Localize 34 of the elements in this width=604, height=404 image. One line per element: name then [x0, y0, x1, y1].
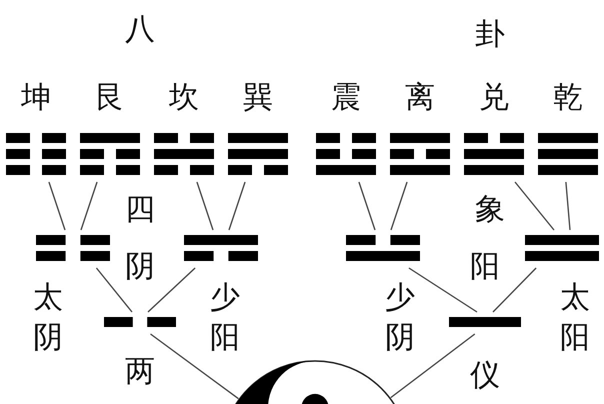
heading-character: 八 — [125, 13, 155, 47]
connector-line — [358, 182, 376, 230]
connector-line — [408, 267, 478, 313]
bigram-name: 太阳 — [559, 279, 591, 357]
connector-line — [228, 182, 246, 230]
connector-line — [148, 268, 196, 312]
connector-line — [492, 268, 537, 312]
connector-line — [390, 333, 476, 398]
trigram-name: 兑 — [478, 79, 510, 117]
heading-character: 卦 — [475, 18, 505, 52]
line-name: 阳 — [469, 248, 501, 286]
connector-line — [196, 182, 214, 230]
connector-line — [565, 182, 571, 230]
connector-line — [514, 182, 554, 230]
trigram-name: 坤 — [20, 79, 52, 117]
trigram-name: 离 — [404, 79, 436, 117]
trigram-name: 震 — [330, 79, 362, 117]
connector-line — [80, 182, 98, 230]
bigram-name: 少阳 — [209, 279, 241, 357]
connector-line — [150, 333, 239, 400]
line-name: 阴 — [124, 248, 156, 286]
connector-line — [96, 268, 132, 312]
trigram-name: 巽 — [242, 79, 274, 117]
bigram-name: 太阴 — [32, 279, 64, 357]
heading-character: 两 — [125, 355, 155, 389]
trigram-name: 乾 — [552, 79, 584, 117]
trigram-name: 坎 — [168, 79, 200, 117]
heading-character: 四 — [125, 193, 155, 227]
trigram-name: 艮 — [94, 79, 126, 117]
connector-line — [48, 182, 66, 230]
heading-character: 仪 — [470, 359, 500, 393]
heading-character: 象 — [475, 193, 505, 227]
connector-line — [390, 182, 408, 230]
bigram-name: 少阴 — [384, 279, 416, 357]
